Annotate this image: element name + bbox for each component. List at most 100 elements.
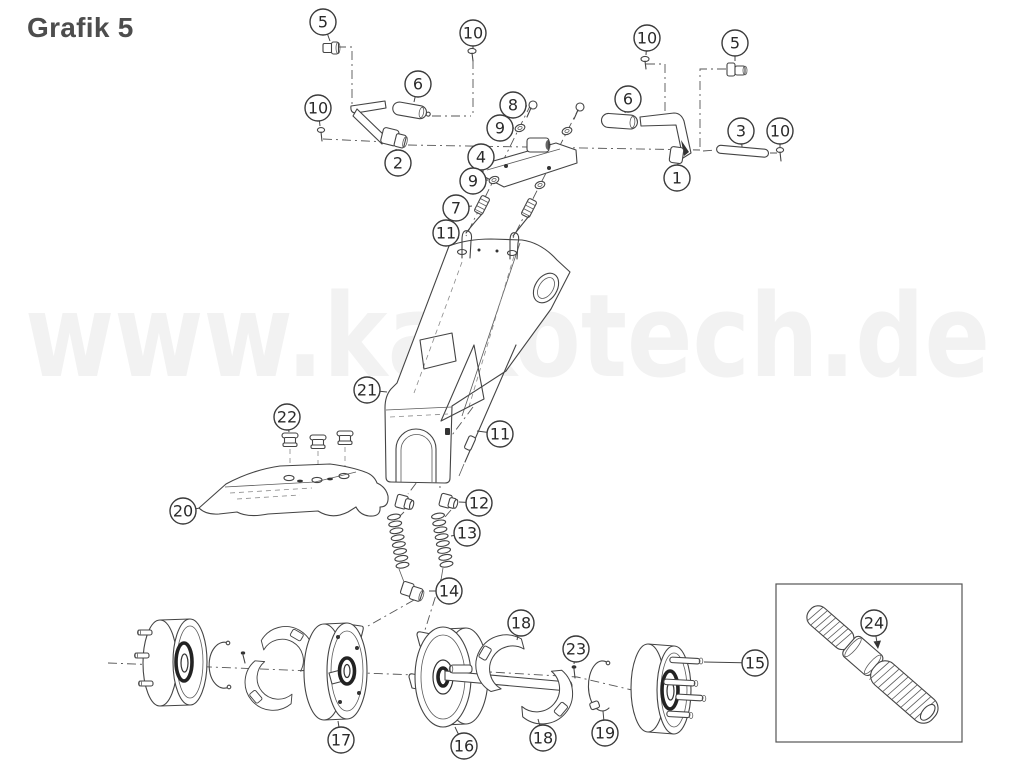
callout-number-21-28: 21 — [357, 381, 377, 400]
callout-number-10-14: 10 — [637, 29, 657, 48]
callout-17-23 — [327, 726, 355, 754]
callout-14-20 — [435, 577, 463, 605]
callout-number-11-17: 11 — [490, 425, 510, 444]
page-title: Grafik 5 — [27, 12, 134, 43]
callout-9-10 — [486, 114, 514, 142]
screw-8-left — [526, 100, 538, 118]
spring-adjuster-chains — [386, 492, 460, 602]
screw-10-left — [316, 127, 326, 142]
callout-number-10-12: 10 — [463, 24, 483, 43]
inset-box — [775, 583, 963, 743]
callout-9-11 — [459, 167, 487, 195]
callout-number-6-7: 6 — [623, 90, 633, 109]
callout-18-25 — [529, 724, 557, 752]
callout-23-30 — [562, 635, 590, 663]
callout-number-6-6: 6 — [413, 75, 423, 94]
shoulder-bolt-5-left — [322, 41, 341, 55]
callout-number-13-19: 13 — [457, 524, 477, 543]
cable-adjuster-7-right — [521, 198, 537, 218]
cable-adjuster-7-left — [474, 195, 490, 215]
callout-number-7-8: 7 — [451, 199, 461, 218]
callout-number-1-0: 1 — [672, 169, 682, 188]
screw-10-far-right — [775, 147, 785, 162]
callout-number-23-30: 23 — [566, 640, 586, 659]
handle-lever-right-group — [600, 55, 785, 165]
handle-grip-left — [392, 101, 431, 120]
brake-drum-left — [303, 622, 368, 721]
damper-grommets — [281, 430, 354, 450]
handle-grip-right — [600, 112, 638, 130]
callout-8-9 — [499, 91, 527, 119]
brake-lever-left — [352, 108, 408, 149]
handle-lever-left-group — [316, 41, 477, 149]
circlip-left — [208, 640, 232, 690]
callout-number-24-31: 24 — [864, 614, 884, 633]
callout-number-12-18: 12 — [469, 494, 489, 513]
callout-number-5-4: 5 — [318, 13, 328, 32]
control-cable-lower — [458, 344, 517, 477]
screw-8-right — [573, 102, 585, 120]
retaining-pin-left — [240, 651, 246, 664]
callout-15-21 — [741, 649, 769, 677]
wheel-right — [630, 643, 707, 735]
callout-number-16-22: 16 — [454, 737, 474, 756]
callout-19-26 — [591, 719, 619, 747]
callout-12-18 — [465, 489, 493, 517]
brake-drum-right — [408, 626, 573, 728]
callout-16-22 — [450, 732, 478, 760]
callout-number-20-27: 20 — [173, 502, 193, 521]
callout-number-10-13: 10 — [308, 99, 328, 118]
control-cables-upper — [461, 213, 530, 260]
wheel-studs-left — [133, 629, 154, 687]
callout-1-0 — [663, 164, 691, 192]
callout-11-16 — [432, 219, 460, 247]
handlebar-end — [350, 100, 387, 114]
callout-6-7 — [614, 85, 642, 113]
callout-number-14-20: 14 — [439, 582, 459, 601]
callout-11-17 — [486, 420, 514, 448]
callout-number-18-24: 18 — [511, 614, 531, 633]
cable-clamp-bracket-group — [474, 100, 585, 218]
link-rod-3 — [716, 144, 770, 158]
callout-number-19-26: 19 — [595, 724, 615, 743]
threaded-stud-24 — [806, 605, 939, 724]
callout-number-9-11: 9 — [468, 172, 478, 191]
clamp-bracket-4 — [482, 137, 578, 188]
shoulder-bolt-5-right — [726, 62, 748, 77]
retaining-pin-23 — [571, 665, 577, 679]
screw-10-right-upper — [640, 55, 650, 70]
callout-22-29 — [273, 403, 301, 431]
callout-number-2-1: 2 — [393, 154, 403, 173]
callout-3-2 — [727, 117, 755, 145]
callout-10-15 — [766, 117, 794, 145]
washer-9-upper-right — [561, 126, 573, 136]
callout-2-1 — [384, 149, 412, 177]
callout-18-24 — [507, 609, 535, 637]
wheel-studs-right — [663, 656, 707, 719]
callout-24-31 — [860, 609, 888, 637]
callout-21-28 — [353, 376, 381, 404]
callout-number-4-3: 4 — [476, 148, 486, 167]
callout-13-19 — [453, 519, 481, 547]
wheel-left — [133, 618, 208, 707]
belt-cover-plate — [198, 463, 389, 517]
screw-10-upper — [467, 47, 477, 62]
callout-20-27 — [169, 497, 197, 525]
turnbuckle-14 — [399, 580, 425, 602]
callout-10-12 — [459, 19, 487, 47]
callout-number-11-16: 11 — [436, 224, 456, 243]
callout-6-6 — [404, 70, 432, 98]
chassis-housing — [384, 238, 571, 484]
callout-7-8 — [442, 194, 470, 222]
callout-number-15-21: 15 — [745, 654, 765, 673]
callout-10-13 — [304, 94, 332, 122]
callout-5-5 — [721, 29, 749, 57]
callout-number-8-9: 8 — [508, 96, 518, 115]
callout-number-18-25: 18 — [533, 729, 553, 748]
washer-9-lower-left — [488, 175, 500, 185]
drive-lever-1 — [639, 112, 692, 165]
washer-9-lower-right — [534, 180, 546, 190]
callout-layer: 1234556678991010101011111213141516171818… — [169, 8, 888, 760]
